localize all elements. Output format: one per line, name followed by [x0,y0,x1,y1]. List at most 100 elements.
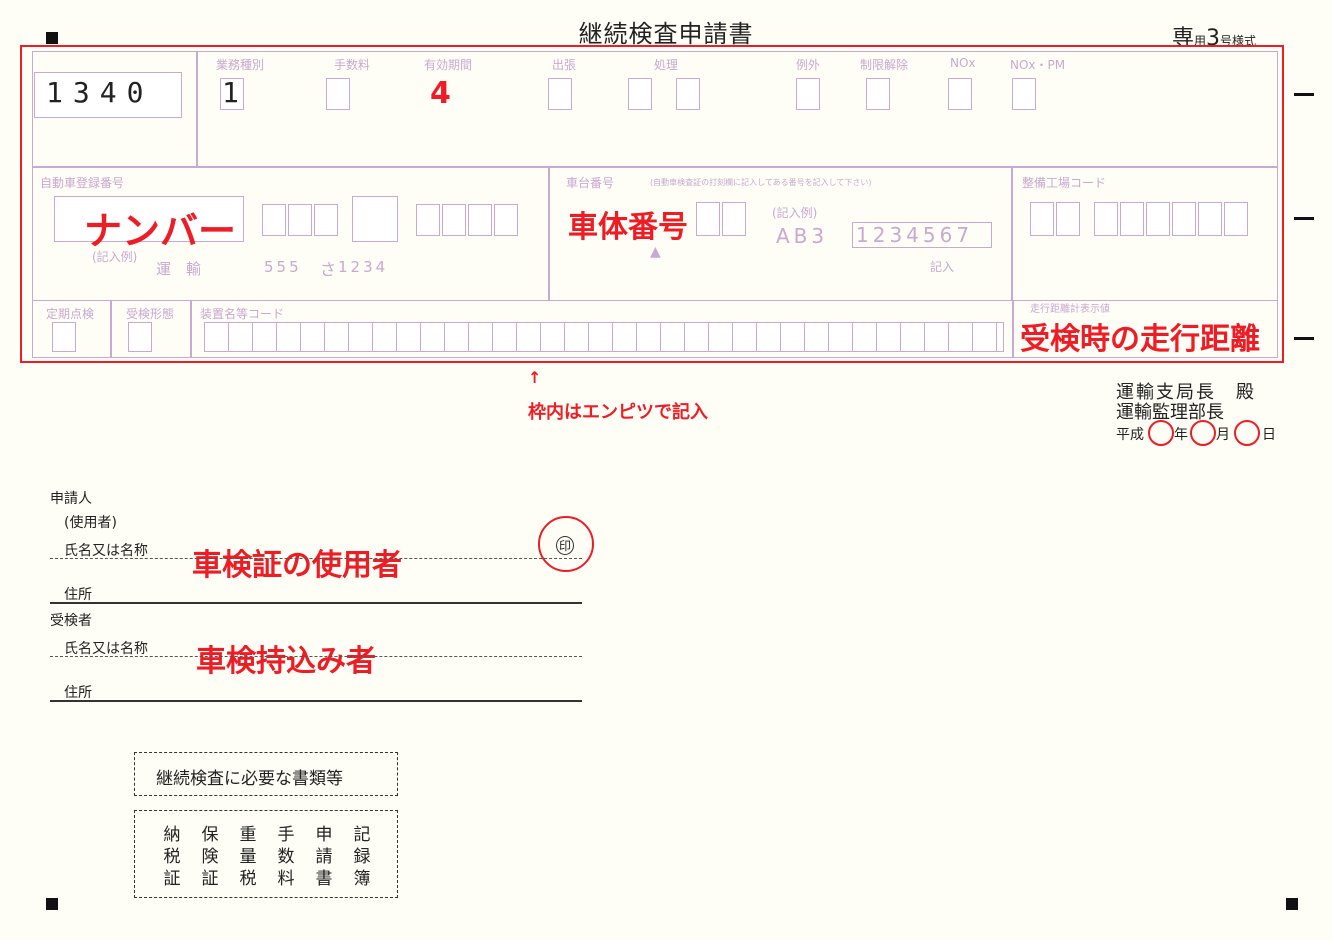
maintenance-box-6[interactable] [1172,202,1196,236]
bottom-row-frame [32,300,1278,358]
nox-cell[interactable] [948,78,972,110]
restriction-cell[interactable] [866,78,890,110]
label-exception: 例外 [796,58,821,72]
chassis-example-serial: 1234567 [856,223,974,247]
form-prefix: 専 [1172,26,1195,51]
bottom-divider-2 [190,300,192,358]
examinee-name-annotation: 車検持込み者 [196,644,376,679]
date-month-circle [1190,420,1216,446]
examinee-name-line [50,656,582,657]
chassis-box-2[interactable] [722,202,746,236]
date-day-label: 日 [1262,427,1276,443]
date-era: 平成 [1116,427,1144,443]
form-small2: 号様式 [1220,34,1257,48]
vertical-divider-1 [196,51,198,167]
tick-mark-2 [1294,217,1314,220]
applicant-heading: 申請人 [50,491,92,507]
doc-item: 保険証 [201,825,219,889]
required-docs-heading-box [134,752,398,796]
dispatch-cell[interactable] [548,78,572,110]
corner-mark-bottom-right [1286,898,1298,910]
tick-mark-3 [1294,337,1314,340]
registration-example-number: 555 [264,258,302,276]
bottom-divider-3 [1012,300,1014,358]
chassis-example-label: (記入例) [772,206,818,220]
registration-box-serial-1[interactable] [416,204,440,236]
registration-box-class-3[interactable] [314,204,338,236]
chassis-example-entry: 記入 [930,260,955,274]
registration-box-serial-2[interactable] [442,204,466,236]
registration-annotation: ナンバー [84,209,237,253]
nox-pm-cell[interactable] [1012,78,1036,110]
exception-cell[interactable] [796,78,820,110]
registration-box-class-1[interactable] [262,204,286,236]
processing-cell-2[interactable] [676,78,700,110]
regular-inspection-cell[interactable] [52,322,76,352]
exam-form-cell[interactable] [128,322,152,352]
label-business-type: 業務種別 [216,58,265,72]
date-day-circle [1234,420,1260,446]
registration-box-class-2[interactable] [288,204,312,236]
chassis-box-1[interactable] [696,202,720,236]
addressee-line2: 運輸監理部長 [1116,402,1224,423]
maintenance-label: 整備工場コード [1022,176,1107,190]
corner-mark-top-left [46,32,58,44]
processing-cell-1[interactable] [628,78,652,110]
chassis-annotation: 車体番号 [568,210,688,245]
chassis-example-prefix: AB3 [776,224,829,248]
required-docs-list-box [134,810,398,898]
chassis-note: (自動車検査証の打刻欄に記入してある番号を記入して下さい) [650,178,872,187]
applicant-name-line [50,558,582,559]
label-restriction: 制限解除 [860,58,909,72]
form-number-label: 専用3号様式 [1172,20,1256,52]
applicant-name-annotation: 車検証の使用者 [192,548,402,583]
doc-item: 申請書 [315,825,333,889]
pencil-note-text: 枠内はエンピツで記入 [528,402,708,423]
label-processing: 処理 [654,58,679,72]
label-nox-pm: NOx・PM [1010,58,1066,72]
maintenance-box-7[interactable] [1198,202,1222,236]
device-code-cells[interactable] [204,322,1004,352]
examinee-address-line [50,700,582,702]
date-year-circle [1148,420,1174,446]
office-code-box[interactable] [34,72,182,118]
label-dispatch: 出張 [552,58,577,72]
label-fee: 手数料 [334,58,371,72]
fee-cell[interactable] [326,78,350,110]
doc-item: 記録簿 [353,825,371,889]
maintenance-box-4[interactable] [1120,202,1144,236]
maintenance-box-5[interactable] [1146,202,1170,236]
registration-box-serial-4[interactable] [494,204,518,236]
form-small1: 用 [1194,34,1207,48]
top-row-frame [32,51,1278,167]
applicant-address-label: 住所 [64,587,92,603]
label-odometer: 走行距離計表示値 [1030,304,1110,315]
examinee-address-label: 住所 [64,685,92,701]
registration-box-serial-3[interactable] [468,204,492,236]
business-type-cell[interactable] [220,78,244,110]
examinee-heading: 受検者 [50,613,92,629]
date-month-label: 月 [1216,427,1230,443]
maintenance-box-2[interactable] [1056,202,1080,236]
label-regular-inspection: 定期点検 [46,307,95,321]
corner-mark-bottom-left [46,898,58,910]
registration-box-office[interactable] [54,196,244,242]
doc-item: 納税証 [163,825,181,889]
maintenance-box-3[interactable] [1094,202,1118,236]
label-validity: 有効期間 [424,58,473,72]
maintenance-box-1[interactable] [1030,202,1054,236]
label-exam-form: 受検形態 [126,307,175,321]
registration-example-kana: さ [320,260,337,279]
seal-circle [538,516,594,572]
registration-example-serial: 1234 [338,258,389,276]
chassis-arrow: ▲ [650,244,661,260]
label-nox: NOx [950,56,976,70]
form-number: 3 [1206,26,1221,51]
doc-item: 重量税 [239,825,257,889]
seal-mark: 印 [556,536,575,555]
validity-value: 4 [430,76,451,111]
registration-box-kana[interactable] [352,196,398,242]
office-code-value: 1340 [46,76,154,109]
maintenance-box-8[interactable] [1224,202,1248,236]
pencil-note-arrow: ↑ [528,368,542,387]
